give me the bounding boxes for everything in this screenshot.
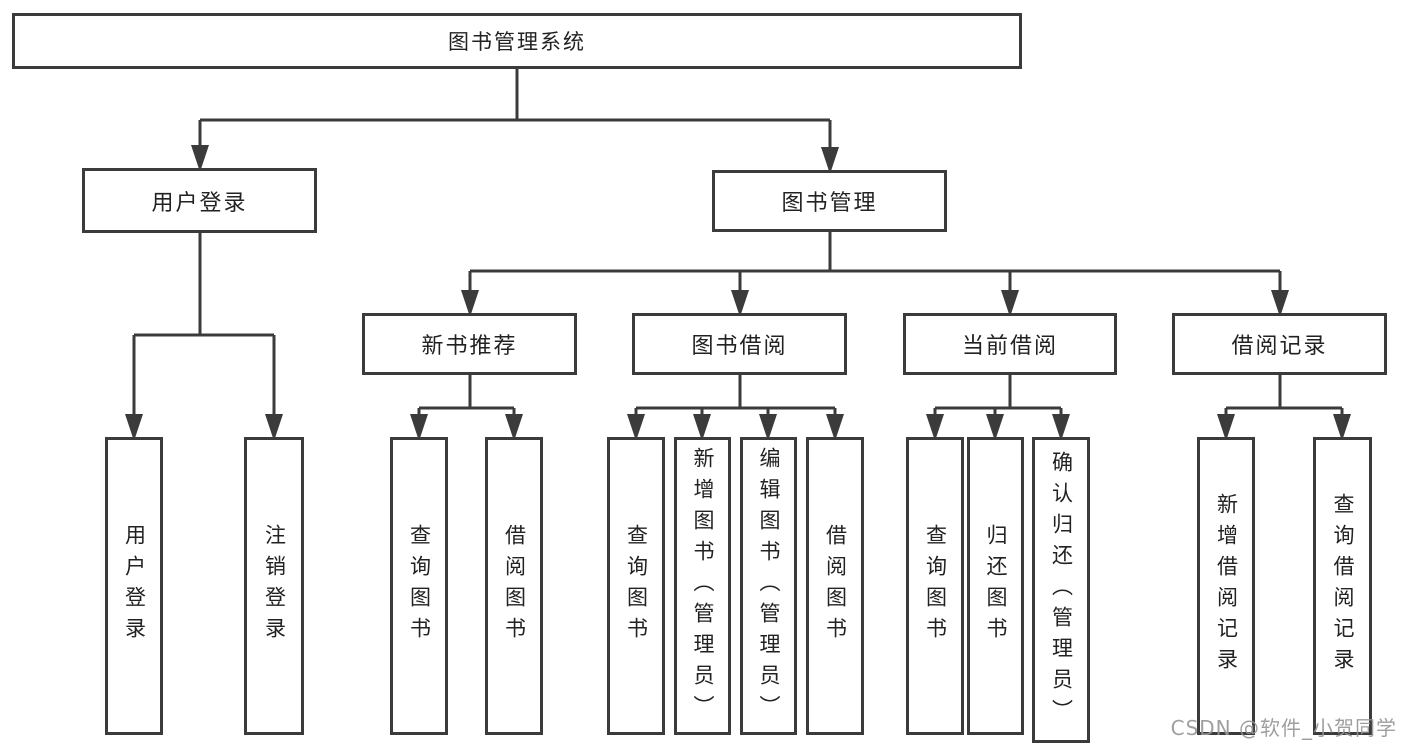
node-label: 借阅图书 <box>823 524 848 648</box>
leaf-query-books-2: 查询图书 <box>607 437 665 735</box>
node-label: 图书管理系统 <box>448 30 586 54</box>
leaf-confirm-return-admin: 确认归还（管理员） <box>1032 437 1090 743</box>
node-label: 注销登录 <box>262 524 287 648</box>
leaf-add-book-admin: 新增图书（管理员） <box>674 437 731 735</box>
leaf-query-borrow-record: 查询借阅记录 <box>1313 437 1372 735</box>
node-label: 查询图书 <box>407 524 432 648</box>
leaf-borrow-books-2: 借阅图书 <box>806 437 864 735</box>
leaf-add-borrow-record: 新增借阅记录 <box>1197 437 1255 735</box>
node-label: 新增借阅记录 <box>1214 493 1239 679</box>
node-new-book-recommendation: 新书推荐 <box>362 313 577 375</box>
leaf-return-book: 归还图书 <box>967 437 1024 735</box>
node-label: 用户登录 <box>122 524 147 648</box>
node-label: 借阅记录 <box>1231 334 1328 359</box>
node-label: 查询图书 <box>923 524 948 648</box>
arrowheads <box>125 145 1351 441</box>
leaf-user-login: 用户登录 <box>105 437 163 735</box>
leaf-borrow-books-1: 借阅图书 <box>485 437 543 735</box>
node-label: 新增图书（管理员） <box>691 446 715 726</box>
node-label: 图书管理 <box>781 191 878 216</box>
node-label: 用户登录 <box>151 190 248 216</box>
node-label: 确认归还（管理员） <box>1049 450 1074 730</box>
node-label: 编辑图书（管理员） <box>757 446 781 726</box>
node-label: 查询图书 <box>624 524 649 648</box>
node-borrowing-records: 借阅记录 <box>1172 313 1387 375</box>
node-label: 图书借阅 <box>691 334 788 359</box>
leaf-logout: 注销登录 <box>244 437 304 735</box>
leaf-edit-book-admin: 编辑图书（管理员） <box>740 437 797 735</box>
leaf-query-books-1: 查询图书 <box>390 437 448 735</box>
csdn-watermark: CSDN @软件_小贺同学 <box>1170 716 1397 740</box>
node-root-library-system: 图书管理系统 <box>12 13 1022 69</box>
node-user-login: 用户登录 <box>82 168 317 233</box>
node-book-management: 图书管理 <box>712 170 947 232</box>
node-label: 当前借阅 <box>961 334 1058 359</box>
leaf-query-books-3: 查询图书 <box>906 437 964 735</box>
node-current-borrowing: 当前借阅 <box>903 313 1117 375</box>
node-label: 新书推荐 <box>421 334 518 359</box>
node-label: 归还图书 <box>984 524 1008 648</box>
node-label: 查询借阅记录 <box>1331 493 1355 679</box>
node-label: 借阅图书 <box>502 524 527 648</box>
node-book-borrowing: 图书借阅 <box>632 313 847 375</box>
